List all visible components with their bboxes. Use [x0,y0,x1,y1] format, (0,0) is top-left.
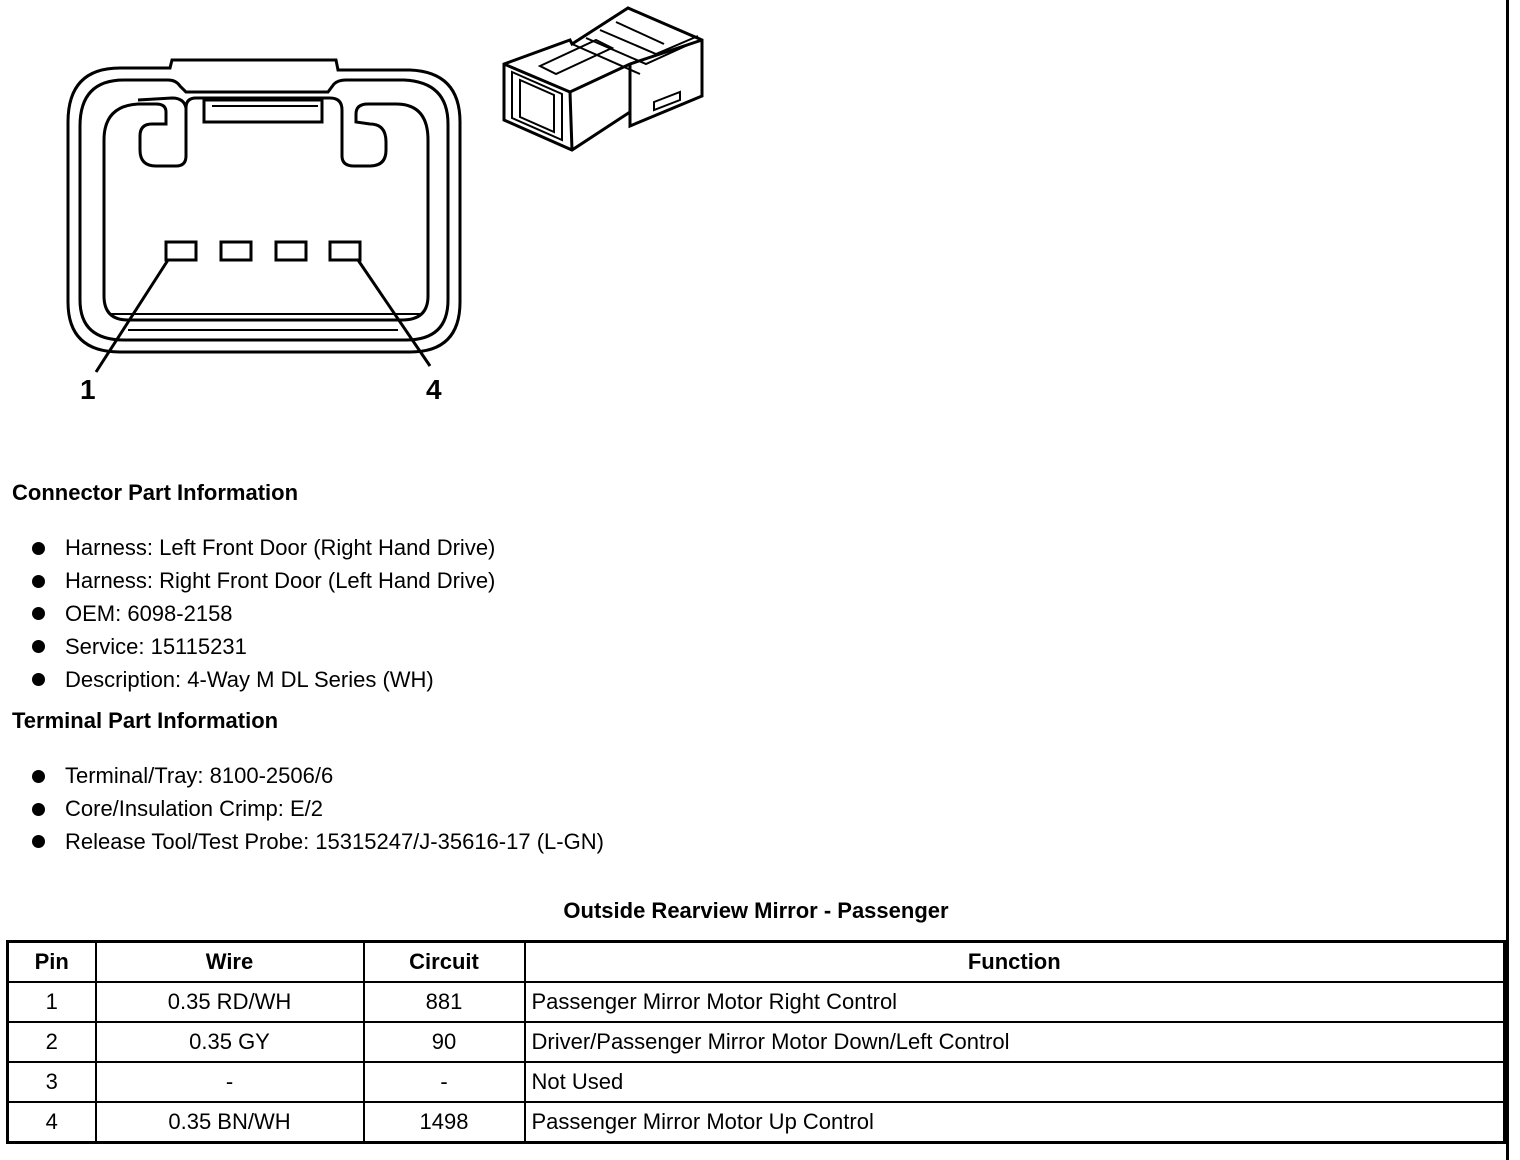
cell-function: Passenger Mirror Motor Up Control [523,1101,1506,1144]
cell-function: Passenger Mirror Motor Right Control [523,981,1506,1023]
cell-circuit: 1498 [362,1101,526,1144]
terminal-info-list: Terminal/Tray: 8100-2506/6 Core/Insulati… [28,760,604,858]
table-row: 3 - - Not Used [6,1061,1506,1103]
table-row: 2 0.35 GY 90 Driver/Passenger Mirror Mot… [6,1021,1506,1063]
bullet-icon [32,607,45,621]
table-header-row: Pin Wire Circuit Function [6,940,1506,983]
pin-2-cavity [219,240,253,262]
cell-pin: 4 [6,1101,97,1144]
list-item-text: Description: 4-Way M DL Series (WH) [65,666,434,692]
cell-pin: 1 [6,981,97,1023]
pin-1-leader [94,259,170,373]
list-item-text: Terminal/Tray: 8100-2506/6 [65,763,334,789]
header-pin: Pin [6,940,97,983]
pin-table-title: Outside Rearview Mirror - Passenger [563,898,949,923]
pin-4-cavity [328,240,362,262]
cell-circuit: - [362,1061,526,1103]
connector-info-heading: Connector Part Information [12,480,299,505]
header-function: Function [523,940,1506,983]
pin-table: Pin Wire Circuit Function 1 0.35 RD/WH 8… [6,940,1506,1144]
list-item-text: Service: 15115231 [65,633,247,659]
connector-illustration [66,6,704,373]
cell-wire: 0.35 BN/WH [94,1101,365,1144]
cell-wire: 0.35 RD/WH [94,981,365,1023]
list-item: Harness: Left Front Door (Right Hand Dri… [28,532,495,565]
cell-circuit: 90 [362,1021,526,1063]
bullet-icon [32,769,45,783]
cell-pin: 2 [6,1021,97,1063]
bullet-icon [32,673,45,687]
connector-3d-view [502,6,704,152]
pin-4-label: 4 [426,374,442,405]
table-row: 1 0.35 RD/WH 881 Passenger Mirror Motor … [6,981,1506,1023]
cell-wire: 0.35 GY [94,1021,365,1063]
list-item-text: Harness: Left Front Door (Right Hand Dri… [65,535,496,561]
list-item: Release Tool/Test Probe: 15315247/J-3561… [28,826,604,859]
connector-info-list: Harness: Left Front Door (Right Hand Dri… [28,532,495,696]
list-item: Service: 15115231 [28,630,495,663]
cell-pin: 3 [6,1061,97,1103]
list-item: OEM: 6098-2158 [28,598,495,631]
bullet-icon [32,802,45,816]
cell-function: Not Used [523,1061,1506,1103]
header-circuit: Circuit [362,940,526,983]
connector-face-view [66,58,462,354]
list-item: Terminal/Tray: 8100-2506/6 [28,760,604,793]
terminal-info-heading: Terminal Part Information [12,708,279,733]
cell-function: Driver/Passenger Mirror Motor Down/Left … [523,1021,1506,1063]
table-row: 4 0.35 BN/WH 1498 Passenger Mirror Motor… [6,1101,1506,1144]
pin-1-label: 1 [80,374,96,405]
list-item: Harness: Right Front Door (Left Hand Dri… [28,565,495,598]
list-item: Description: 4-Way M DL Series (WH) [28,663,495,696]
page-right-border [1506,0,1509,1160]
bullet-icon [32,640,45,654]
bullet-icon [32,574,45,588]
terminal-cavities [164,240,362,262]
cell-wire: - [94,1061,365,1103]
list-item-text: OEM: 6098-2158 [65,600,233,626]
list-item-text: Harness: Right Front Door (Left Hand Dri… [65,568,496,594]
list-item-text: Core/Insulation Crimp: E/2 [65,796,323,822]
list-item-text: Release Tool/Test Probe: 15315247/J-3561… [65,828,604,854]
pin-3-cavity [274,240,308,262]
list-item: Core/Insulation Crimp: E/2 [28,793,604,826]
pin-1-cavity [164,240,198,262]
bullet-icon [32,541,45,555]
header-wire: Wire [94,940,365,983]
bullet-icon [32,835,45,849]
cell-circuit: 881 [362,981,526,1023]
pin-4-leader [356,259,432,367]
